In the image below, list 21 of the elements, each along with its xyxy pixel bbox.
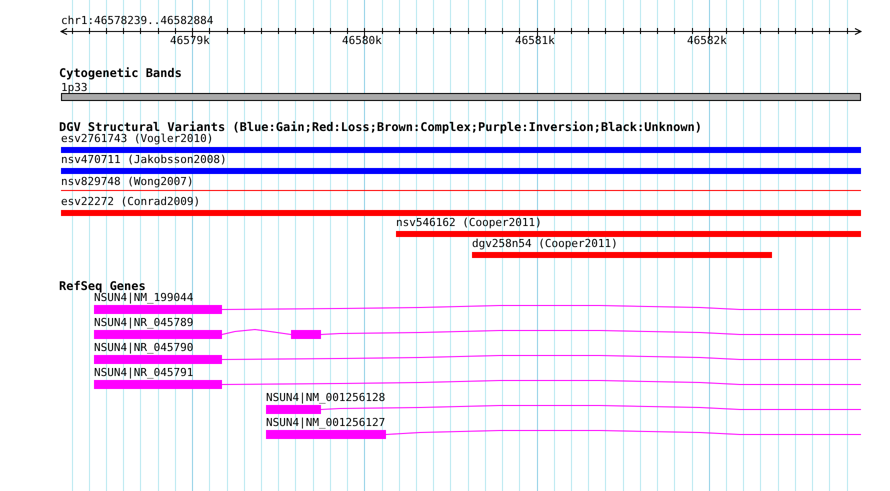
variant-label: dgv258n54 (Cooper2011): [472, 238, 618, 250]
track-title: Cytogenetic Bands: [59, 67, 182, 80]
gene-label: NSUN4|NR_045789: [94, 317, 194, 329]
tick-label: 46579k: [170, 35, 210, 47]
gene-label: NSUN4|NM_001256127: [266, 417, 386, 429]
gene-label: NSUN4|NM_001256128: [266, 392, 386, 404]
gene-label: NSUN4|NM_199044: [94, 292, 194, 304]
track-title: RefSeq Genes: [59, 280, 146, 293]
tick-label: 46580k: [342, 35, 382, 47]
band-label: 1p33: [61, 82, 88, 94]
track-title: DGV Structural Variants (Blue:Gain;Red:Loss;Brown:Complex;Purple:Inversion;Black:Unknown): [59, 121, 702, 134]
variant-label: nsv470711 (Jakobsson2008): [61, 154, 227, 166]
gene-label: NSUN4|NR_045790: [94, 342, 194, 354]
coordinate-label: chr1:46578239..46582884: [61, 15, 214, 27]
tick-label: 46581k: [515, 35, 555, 47]
variant-label: nsv546162 (Cooper2011): [396, 217, 542, 229]
variant-label: esv2761743 (Vogler2010): [61, 133, 214, 145]
variant-label: nsv829748 (Wong2007): [61, 176, 194, 188]
tick-label: 46582k: [687, 35, 727, 47]
gene-label: NSUN4|NR_045791: [94, 367, 194, 379]
variant-label: esv22272 (Conrad2009): [61, 196, 200, 208]
